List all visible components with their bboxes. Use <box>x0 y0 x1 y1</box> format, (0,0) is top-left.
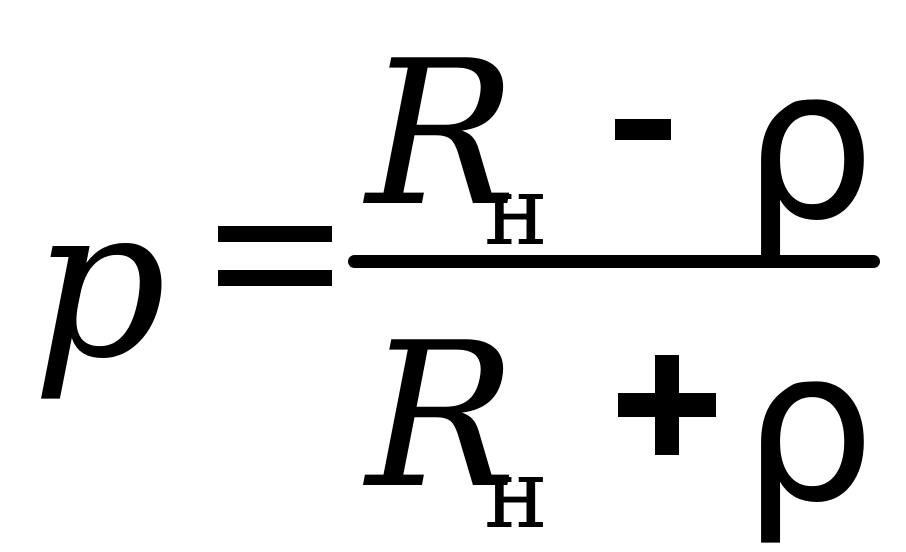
numerator-subscript-n: н <box>484 155 548 267</box>
fraction-bar <box>348 255 880 268</box>
numerator-variable-r: R <box>366 18 517 251</box>
lhs-variable-p: p <box>32 160 167 405</box>
denominator-rho: ρ <box>742 304 876 549</box>
equals-bar-bottom <box>218 270 332 286</box>
minus-sign <box>615 119 671 140</box>
plus-vertical <box>655 355 679 455</box>
denominator-subscript-n: н <box>484 438 548 550</box>
equals-bar-top <box>218 226 332 242</box>
denominator-variable-r: R <box>366 300 517 533</box>
numerator-rho: ρ <box>742 22 876 267</box>
